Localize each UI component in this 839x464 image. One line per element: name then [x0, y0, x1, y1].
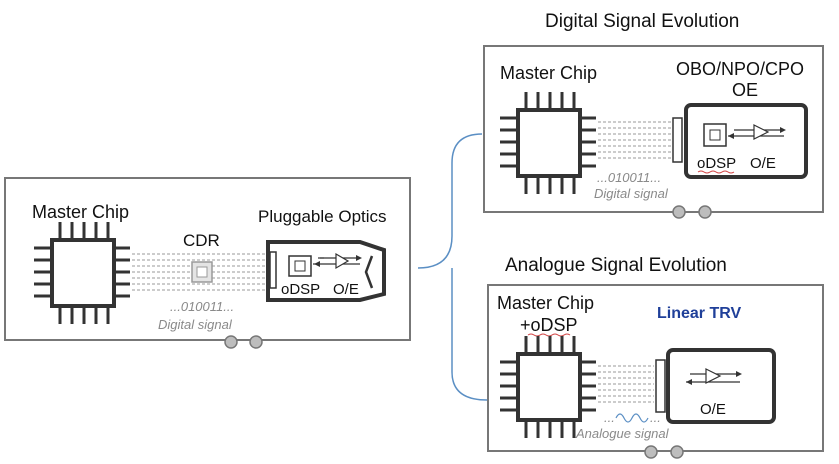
legacy-master-chip — [34, 222, 130, 324]
digital-scroll-knob-2[interactable] — [698, 205, 712, 219]
analogue-oe-converter-icon — [686, 368, 742, 385]
analogue-oe-label: O/E — [700, 401, 726, 418]
cdr-label: CDR — [183, 231, 220, 250]
digital-odsp-chip-icon — [703, 123, 727, 147]
analogue-wave-suffix: ... — [650, 410, 661, 425]
linear-trv-badge: Linear TRV — [657, 305, 742, 322]
digital-signal-lanes — [598, 121, 672, 159]
pluggable-module: oDSP O/E — [266, 240, 386, 302]
legacy-scroll-knob-2[interactable] — [249, 335, 263, 349]
analogue-waveform-icon — [615, 413, 649, 423]
legacy-oe-label: O/E — [333, 281, 359, 298]
analogue-master-chip-label: Master Chip — [497, 293, 594, 313]
oe-module-title: OE — [732, 80, 758, 100]
analogue-master-chip — [500, 336, 596, 438]
legacy-odsp-chip-icon — [288, 255, 312, 277]
digital-master-chip — [500, 92, 596, 194]
legacy-scroll-knob-1[interactable] — [224, 335, 238, 349]
linear-trv-module: O/E — [655, 348, 776, 424]
legacy-signal-lanes — [132, 253, 270, 291]
analogue-signal-lanes — [598, 365, 654, 403]
obo-module: oDSP O/E — [672, 103, 808, 179]
analogue-signal-caption: Analogue signal — [575, 426, 670, 441]
spellcheck-squiggle — [697, 170, 735, 174]
analogue-evolution-heading: Analogue Signal Evolution — [505, 255, 727, 276]
cdr-chip-icon — [191, 261, 213, 283]
digital-master-chip-label: Master Chip — [500, 63, 597, 83]
digital-evolution-heading: Digital Signal Evolution — [545, 11, 739, 32]
digital-oe-label: O/E — [750, 155, 776, 172]
legacy-bits-text: ...010011... — [170, 299, 234, 314]
digital-bits-text: ...010011... — [597, 170, 661, 185]
digital-signal-caption: Digital signal — [594, 186, 669, 201]
legacy-master-chip-label: Master Chip — [32, 202, 129, 222]
analogue-odsp-label: +oDSP — [520, 315, 578, 335]
legacy-panel: Master Chip CDR ...010011... Digital sig… — [4, 177, 411, 349]
digital-odsp-label: oDSP — [697, 155, 736, 172]
legacy-odsp-label: oDSP — [281, 281, 320, 298]
analogue-scroll-knob-2[interactable] — [670, 445, 684, 459]
obo-npo-cpo-title: OBO/NPO/CPO — [676, 59, 804, 79]
analogue-wave: ... ... — [604, 410, 661, 425]
digital-panel: Master Chip ...010011... Digital signal … — [483, 45, 824, 219]
pluggable-optics-title: Pluggable Optics — [258, 207, 387, 226]
legacy-signal-caption: Digital signal — [158, 317, 233, 332]
analogue-scroll-knob-1[interactable] — [644, 445, 658, 459]
analogue-panel: Master Chip +oDSP Linear TRV ... ... Ana… — [487, 284, 824, 459]
branch-connector — [417, 133, 488, 401]
digital-oe-converter-icon — [728, 124, 786, 140]
legacy-oe-converter-icon — [313, 252, 362, 270]
digital-scroll-knob-1[interactable] — [672, 205, 686, 219]
analogue-wave-prefix: ... — [604, 410, 615, 425]
